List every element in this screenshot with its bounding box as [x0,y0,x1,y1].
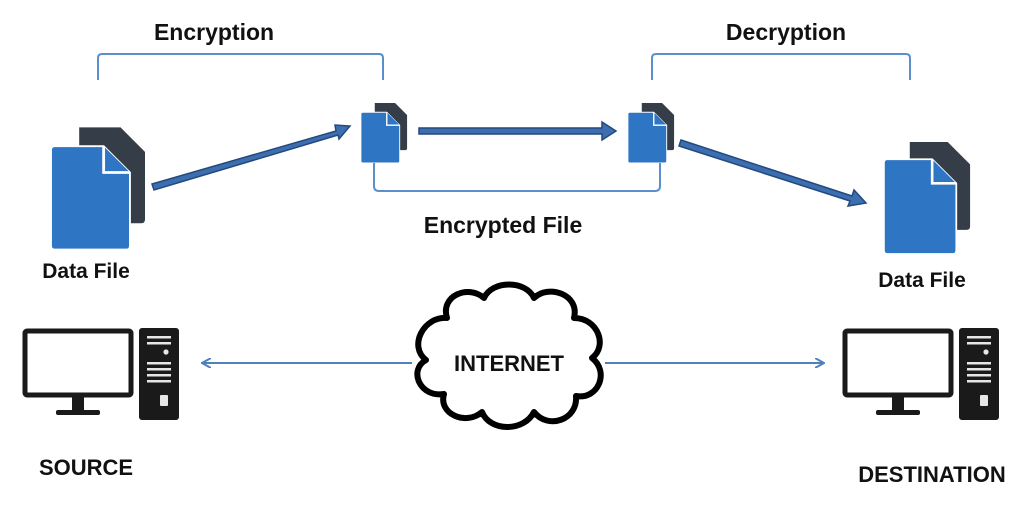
document-stack-icon [51,125,145,252]
destination-data-file [882,142,972,254]
decryption-label: Decryption [726,19,846,45]
decryption-bracket [651,53,911,80]
source-computer [25,328,179,420]
arrow-encrypted-transfer [418,120,618,142]
source-data-file [51,125,145,252]
encrypted-file-bracket [373,162,661,192]
destination-computer [845,328,999,420]
encrypted-file-2 [627,103,675,163]
cloud-icon [414,281,604,430]
encryption-bracket [97,53,384,80]
source-data-file-label: Data File [42,260,130,283]
encrypted-file-1 [360,103,408,163]
document-stack-icon [360,103,408,163]
document-stack-icon [627,103,675,163]
internet-cloud [414,281,604,430]
source-label: SOURCE [39,455,133,480]
desktop-computer-icon [845,328,999,420]
arrow-encrypted-to-destination [678,139,868,207]
document-stack-icon [882,142,972,254]
internet-label: INTERNET [454,351,565,376]
desktop-computer-icon [25,328,179,420]
destination-data-file-label: Data File [878,269,966,292]
encryption-label: Encryption [154,19,274,45]
encrypted-file-label: Encrypted File [424,212,582,238]
destination-label: DESTINATION [858,462,1005,487]
arrow-source-to-encrypted [151,124,352,191]
